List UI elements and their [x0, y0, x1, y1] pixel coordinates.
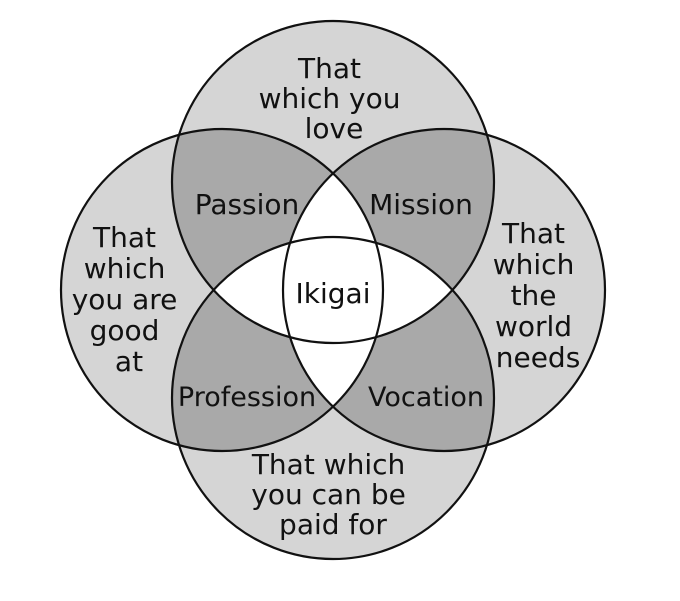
- label-profession: Profession: [178, 382, 316, 413]
- label-mission: Mission: [369, 188, 473, 221]
- circle-love-outline: [170, 19, 496, 345]
- label-ikigai: Ikigai: [296, 277, 371, 310]
- circle-paid-for-outline: [170, 235, 496, 561]
- circle-good-at-outline: [59, 127, 385, 453]
- label-world-needs: That which the world needs: [493, 217, 583, 374]
- label-vocation: Vocation: [368, 382, 484, 413]
- lens-top-bottom: [172, 237, 494, 343]
- circle-outlines: [59, 19, 607, 561]
- label-paid-for: That which you can be paid for: [251, 448, 415, 541]
- label-passion: Passion: [195, 188, 300, 221]
- circle-world-needs-outline: [281, 127, 607, 453]
- label-love: That which you love: [259, 52, 410, 145]
- label-good-at: That which you are good at: [72, 221, 187, 378]
